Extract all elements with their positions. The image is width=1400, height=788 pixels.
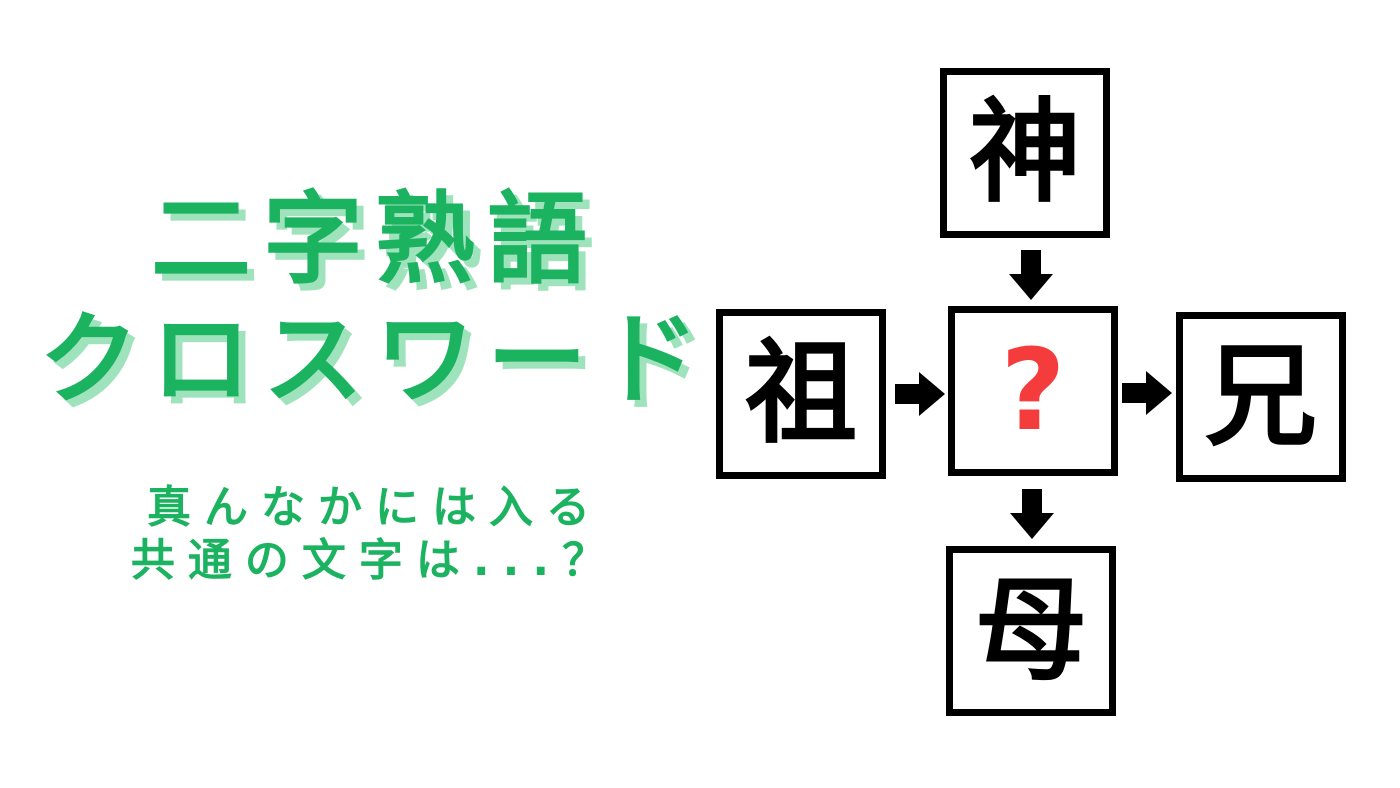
arrow-down-icon bbox=[1009, 250, 1053, 300]
kanji-right: 兄 bbox=[1205, 332, 1317, 462]
question-mark: ? bbox=[1000, 326, 1066, 456]
arrow-right-icon bbox=[1122, 371, 1172, 415]
puzzle-cell-left: 祖 bbox=[716, 309, 886, 479]
title-block: 二字熟語 クロスワード 真んなかには入る 共通の文字は...？ bbox=[30, 180, 720, 588]
puzzle-cell-center: ? bbox=[948, 306, 1118, 476]
page-title: 二字熟語 クロスワード bbox=[30, 180, 720, 420]
arrow-right-icon bbox=[895, 372, 945, 416]
subtitle-line-1: 真んなかには入る bbox=[147, 482, 603, 533]
kanji-bottom: 母 bbox=[975, 566, 1087, 696]
title-line-1: 二字熟語 bbox=[151, 181, 599, 298]
kanji-top: 神 bbox=[969, 88, 1081, 218]
kanji-left: 祖 bbox=[745, 329, 857, 459]
puzzle-cell-bottom: 母 bbox=[946, 546, 1116, 716]
subtitle-line-2: 共通の文字は...？ bbox=[130, 534, 620, 586]
title-line-2: クロスワード bbox=[39, 301, 711, 418]
puzzle-cell-right: 兄 bbox=[1176, 312, 1346, 482]
puzzle-cell-top: 神 bbox=[940, 68, 1110, 238]
subtitle: 真んなかには入る 共通の文字は...？ bbox=[30, 482, 720, 588]
arrow-down-icon bbox=[1010, 489, 1054, 539]
